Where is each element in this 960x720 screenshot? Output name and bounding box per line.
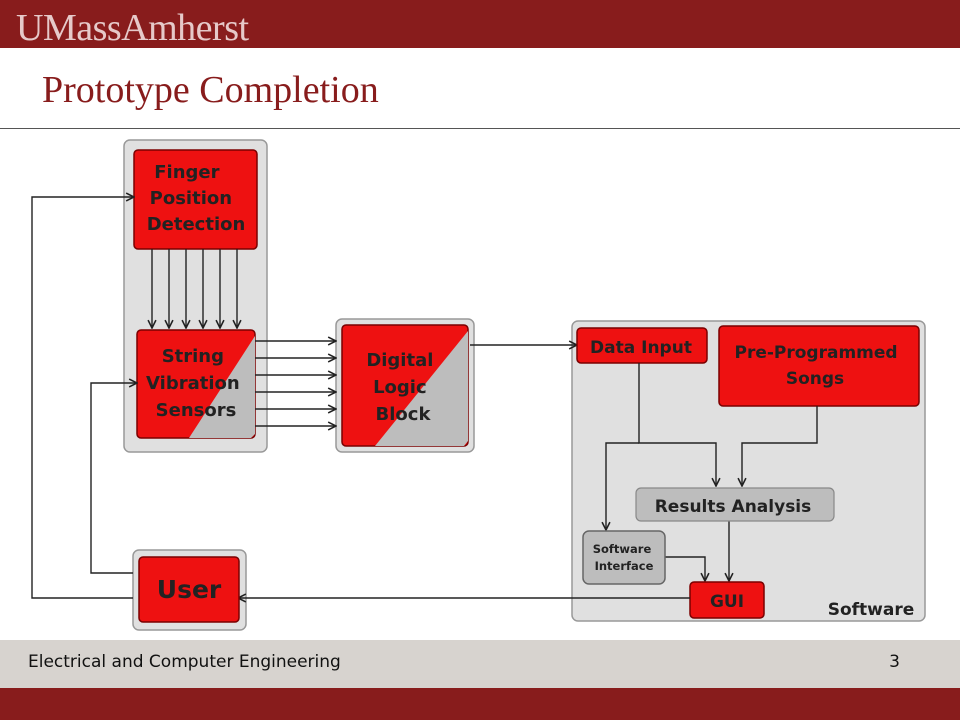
footer-band xyxy=(0,640,960,688)
songs-label-line2: Songs xyxy=(786,369,844,389)
sensors-label-line1: String xyxy=(162,346,224,367)
songs-label-line1: Pre-Programmed xyxy=(734,343,897,363)
page-title: Prototype Completion xyxy=(42,69,379,111)
user-label: User xyxy=(157,575,222,604)
finger-to-sensor-arrows xyxy=(152,249,237,328)
gui-block: GUI xyxy=(689,581,765,619)
logic-label-line3: Block xyxy=(376,404,432,425)
finger-label-line3: Detection xyxy=(147,214,246,235)
software-interface-block: Software Interface xyxy=(582,530,666,585)
software-connector-lines xyxy=(606,363,818,581)
user-block: User xyxy=(138,556,240,623)
umass-logo: UMassAmherst xyxy=(16,7,249,49)
software-group-label: Software xyxy=(828,600,915,620)
results-analysis-label: Results Analysis xyxy=(655,497,812,517)
gui-label: GUI xyxy=(710,592,744,612)
sensor-to-logic-arrows xyxy=(255,341,336,426)
data-input-block: Data Input xyxy=(576,327,708,364)
page-number: 3 xyxy=(889,652,900,672)
svg-text:Pre-Programmed Songs: Pre-Programmed Songs xyxy=(734,343,903,389)
finger-label-line2: Position xyxy=(150,188,232,209)
data-input-label: Data Input xyxy=(590,338,692,358)
string-vibration-sensors-block: String Vibration Sensors xyxy=(136,329,256,439)
user-feedback-arrows xyxy=(31,197,137,599)
footer-department: Electrical and Computer Engineering xyxy=(28,652,341,672)
svg-text:String Vibration S: String Vibration Sensors xyxy=(146,346,246,421)
results-analysis-block: Results Analysis xyxy=(635,487,835,522)
software-interface-line2: Interface xyxy=(595,559,654,573)
svg-text:Digital Logic Bloc: Digital Logic Block xyxy=(366,350,439,425)
pre-programmed-songs-block: Pre-Programmed Songs xyxy=(718,325,920,407)
top-bar: UMassAmherst xyxy=(0,0,960,49)
svg-text:Software Interface: Software Interface xyxy=(593,542,656,573)
software-interface-line1: Software xyxy=(593,542,652,556)
finger-label-line1: Finger xyxy=(154,162,219,183)
logic-label-line2: Logic xyxy=(373,377,427,398)
digital-logic-block: Digital Logic Block xyxy=(341,324,469,447)
bottom-bar xyxy=(0,688,960,720)
sensors-label-line3: Sensors xyxy=(156,400,237,421)
finger-position-detection-block: Finger Position Detection xyxy=(133,149,258,250)
system-diagram: Finger Position Detection String Vibrati… xyxy=(31,139,926,631)
title-divider xyxy=(0,128,960,129)
logic-label-line1: Digital xyxy=(366,350,433,371)
svg-text:Finger Position De: Finger Position Detection xyxy=(147,162,246,235)
sensors-label-line2: Vibration xyxy=(146,373,240,394)
